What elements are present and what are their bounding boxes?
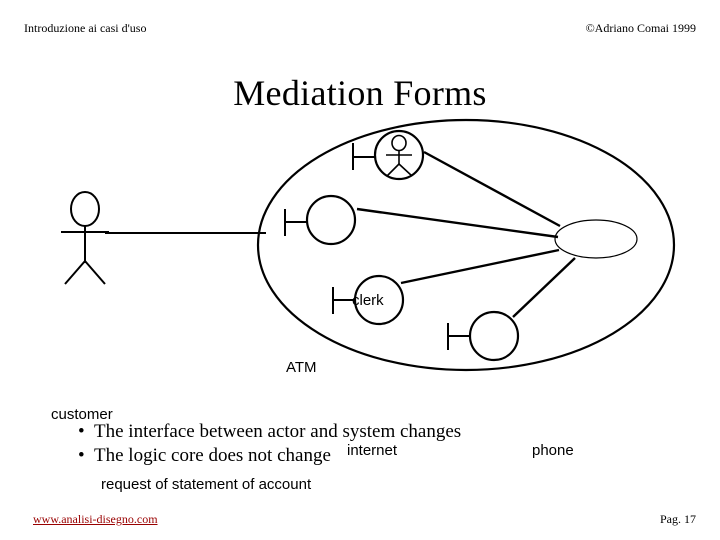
label-internet: internet xyxy=(347,442,398,459)
bullet-marker: • xyxy=(78,445,85,466)
bullet-text: The logic core does not change xyxy=(94,445,331,466)
clerk-actor-leg-left-line xyxy=(386,163,400,177)
label-phone: phone xyxy=(532,442,574,459)
clerk-actor-leg-right-line xyxy=(398,163,413,177)
bullet-list: • The interface between actor and system … xyxy=(78,420,678,468)
label-association: request of statement of account xyxy=(101,476,312,493)
list-item: • The logic core does not change xyxy=(78,444,678,468)
node-atm xyxy=(284,194,357,246)
footer-website-link[interactable]: www.analisi-disegno.com xyxy=(33,512,158,526)
diagram-svg xyxy=(61,118,676,372)
use-case-diagram: clerk ATM internet phone customer reques… xyxy=(0,110,720,493)
use-case-ellipse xyxy=(554,219,638,259)
link-clerk-to-usecase xyxy=(423,150,561,228)
bullet-text: The interface between actor and system c… xyxy=(94,421,462,442)
label-customer: customer xyxy=(51,406,113,423)
clerk-circle xyxy=(373,129,425,181)
node-clerk xyxy=(352,129,425,181)
actor-head-icon xyxy=(70,191,100,227)
phone-circle xyxy=(468,310,520,362)
slide-header-left: Introduzione ai casi d'uso xyxy=(24,21,147,35)
label-atm: ATM xyxy=(286,359,317,376)
bullet-marker: • xyxy=(78,421,85,442)
footer-page-number: Pag. 17 xyxy=(660,512,696,526)
link-atm-to-usecase xyxy=(356,207,559,239)
list-item: • The interface between actor and system … xyxy=(78,420,678,444)
actor-leg-right-line xyxy=(84,260,106,285)
actor-customer xyxy=(61,191,109,285)
link-internet-to-usecase xyxy=(400,248,560,285)
page-title: Mediation Forms xyxy=(233,73,487,113)
actor-leg-left-line xyxy=(64,260,86,285)
link-phone-to-usecase xyxy=(512,257,576,318)
internet-circle xyxy=(353,274,405,326)
atm-circle xyxy=(305,194,357,246)
node-internet xyxy=(332,274,405,326)
system-boundary-ellipse xyxy=(256,118,676,372)
label-clerk: clerk xyxy=(352,292,384,309)
clerk-actor-head-icon xyxy=(391,134,407,152)
slide-header-right: ©Adriano Comai 1999 xyxy=(585,21,696,35)
node-phone xyxy=(447,310,520,362)
